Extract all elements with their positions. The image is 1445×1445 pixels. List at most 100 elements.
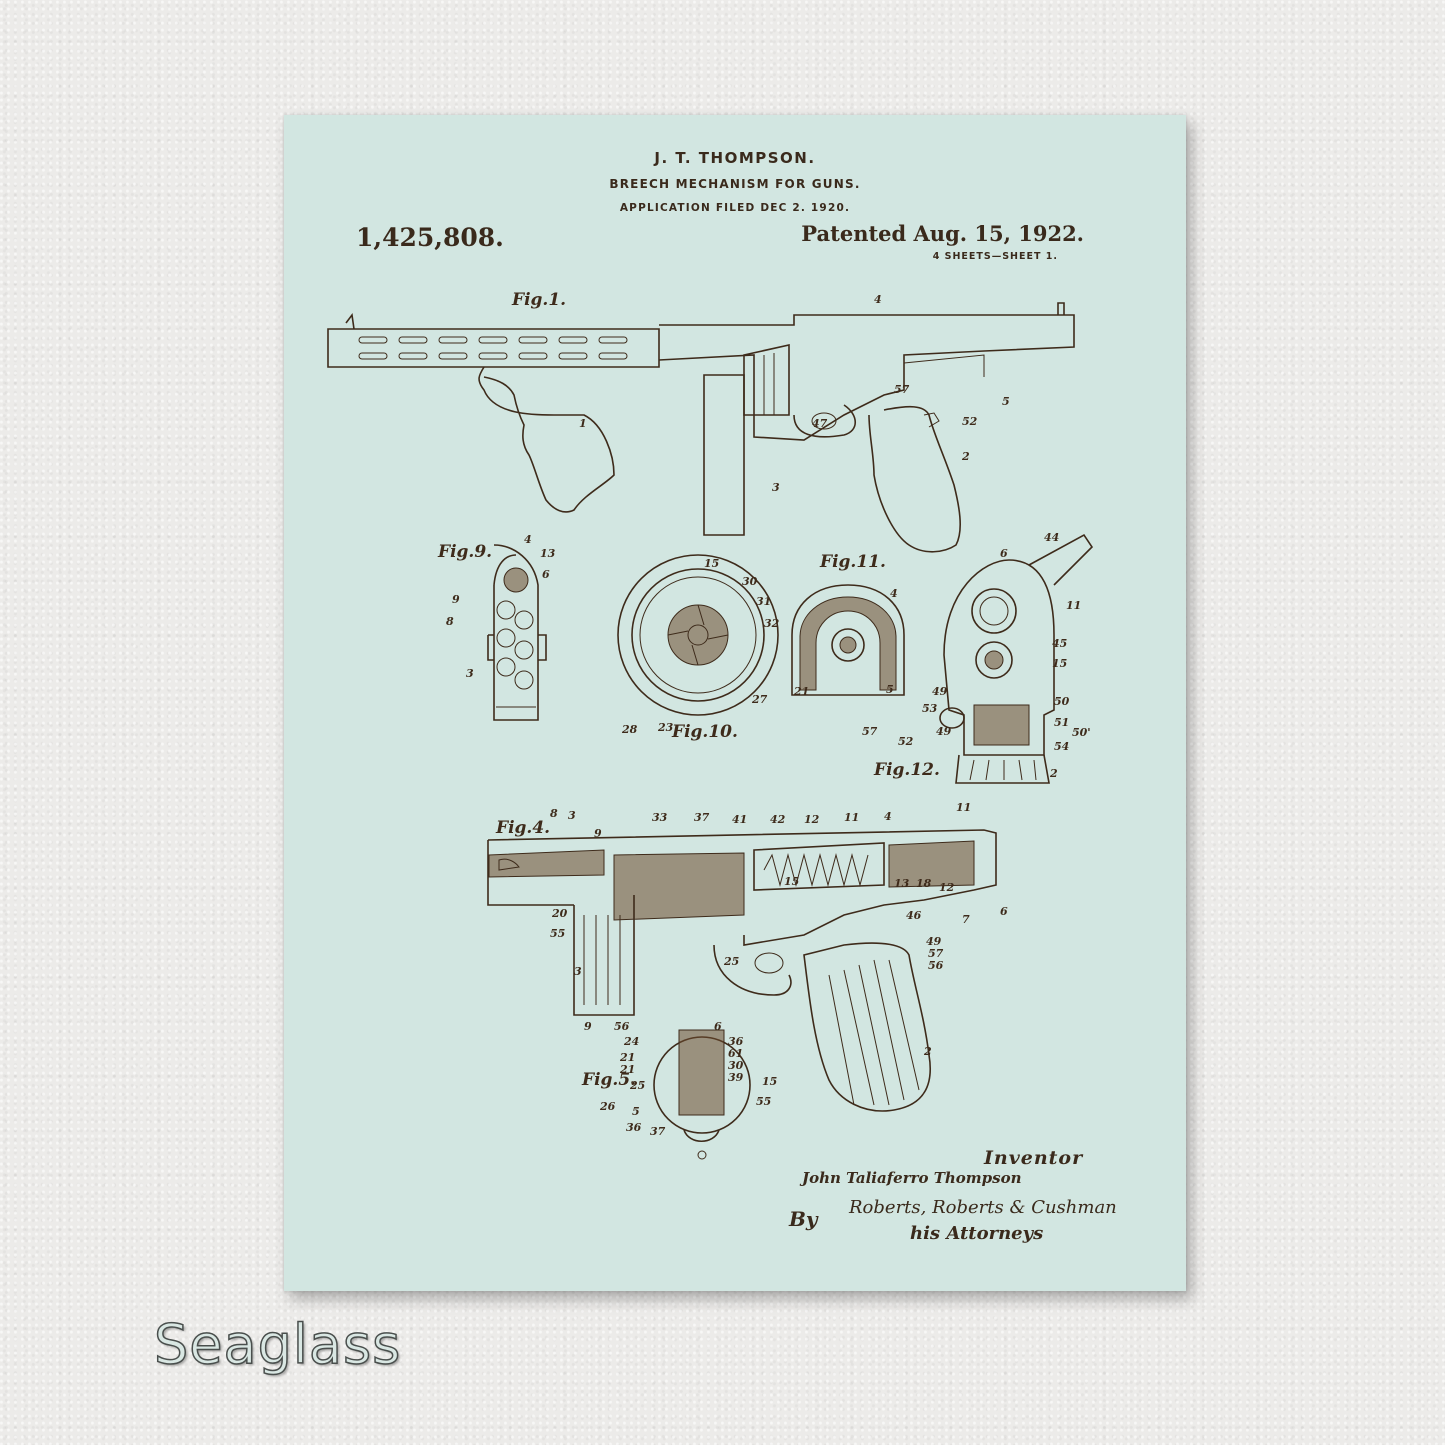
svg-text:5: 5 (1002, 395, 1010, 408)
fig5-label: Fig.5. (581, 1070, 636, 1090)
svg-text:54: 54 (1054, 740, 1069, 753)
svg-text:9: 9 (594, 827, 602, 840)
svg-text:4: 4 (524, 533, 532, 546)
svg-text:15: 15 (704, 557, 719, 570)
color-variant-caption: Seaglass (153, 1312, 402, 1377)
svg-text:18: 18 (916, 877, 932, 890)
svg-text:5: 5 (886, 683, 894, 696)
svg-text:57: 57 (862, 725, 878, 738)
svg-text:9: 9 (584, 1020, 592, 1033)
svg-text:21: 21 (619, 1063, 635, 1076)
svg-text:52: 52 (962, 415, 978, 428)
svg-text:25: 25 (723, 955, 739, 968)
svg-text:37: 37 (650, 1125, 666, 1138)
svg-text:11: 11 (956, 801, 971, 814)
svg-text:15: 15 (784, 875, 799, 888)
svg-text:4: 4 (884, 810, 892, 823)
svg-text:4: 4 (890, 587, 898, 600)
fig9-label: Fig.9. (437, 542, 492, 562)
svg-text:57: 57 (928, 947, 944, 960)
svg-text:13: 13 (894, 877, 910, 890)
fig1-gun-side-view: Fig.1. (327, 290, 1075, 553)
svg-text:57: 57 (894, 383, 910, 396)
svg-text:53: 53 (922, 702, 938, 715)
sheet-count: 4 SHEETS—SHEET 1. (932, 251, 1058, 262)
svg-text:4: 4 (874, 293, 882, 306)
svg-text:2: 2 (923, 1045, 932, 1058)
svg-text:6: 6 (542, 568, 550, 581)
svg-text:32: 32 (764, 617, 780, 630)
svg-text:20: 20 (551, 907, 568, 920)
svg-text:61: 61 (728, 1047, 743, 1060)
patent-number: 1,425,808. (356, 223, 504, 252)
fig1-label: Fig.1. (511, 290, 566, 310)
svg-text:55: 55 (550, 927, 565, 940)
fig11-receiver-section: Fig.11. 4 21 5 (791, 552, 905, 698)
svg-text:15: 15 (1052, 657, 1067, 670)
attorneys-label: his Attorneys (910, 1223, 1044, 1244)
patent-title: BREECH MECHANISM FOR GUNS. (609, 177, 861, 191)
svg-text:30: 30 (742, 575, 758, 588)
svg-text:51: 51 (1054, 716, 1069, 729)
attorney-signature: Roberts, Roberts & Cushman (849, 1197, 1117, 1218)
svg-text:21: 21 (793, 685, 809, 698)
svg-text:6: 6 (1000, 547, 1008, 560)
by-label: By (789, 1207, 818, 1231)
fig10-label: Fig.10. (671, 722, 738, 742)
svg-text:50: 50 (1054, 695, 1070, 708)
svg-text:24: 24 (623, 1035, 639, 1048)
svg-text:11: 11 (844, 811, 859, 824)
svg-text:5: 5 (632, 1105, 640, 1118)
svg-text:56: 56 (614, 1020, 630, 1033)
fig12-label: Fig.12. (873, 760, 940, 780)
fig9-magazine: Fig.9. 4 13 6 9 8 3 (437, 533, 556, 721)
svg-text:2: 2 (961, 450, 970, 463)
inventor-header: J. T. THOMPSON. (654, 149, 816, 167)
fig11-label: Fig.11. (819, 552, 886, 572)
svg-text:49: 49 (926, 935, 942, 948)
svg-text:39: 39 (728, 1071, 744, 1084)
fig4-sectional-view: Fig.4. Fig.5. 4 11 8 3 9 33 (487, 801, 1008, 1160)
svg-text:21: 21 (619, 1051, 635, 1064)
svg-text:56: 56 (928, 959, 944, 972)
svg-text:42: 42 (770, 813, 786, 826)
svg-text:8: 8 (446, 615, 454, 628)
svg-text:1: 1 (579, 417, 587, 430)
svg-text:31: 31 (756, 595, 771, 608)
fig10-drum: Fig.10. 15 30 31 32 27 28 23 (617, 554, 780, 742)
svg-text:55: 55 (756, 1095, 771, 1108)
svg-text:11: 11 (1066, 599, 1081, 612)
svg-text:49: 49 (932, 685, 948, 698)
svg-text:12: 12 (804, 813, 820, 826)
svg-text:47: 47 (812, 417, 828, 430)
svg-text:50': 50' (1072, 726, 1091, 739)
svg-text:3: 3 (568, 809, 576, 822)
svg-text:33: 33 (652, 811, 668, 824)
svg-text:41: 41 (732, 813, 747, 826)
svg-text:3: 3 (574, 965, 582, 978)
application-filed: APPLICATION FILED DEC 2. 1920. (619, 202, 851, 214)
patented-date: Patented Aug. 15, 1922. (801, 221, 1084, 246)
svg-text:52: 52 (898, 735, 914, 748)
svg-text:49: 49 (936, 725, 952, 738)
inventor-name: John Taliaferro Thompson (802, 1169, 1022, 1187)
inventor-label: Inventor (984, 1147, 1084, 1169)
patent-drawing: Fig.1. (327, 290, 1094, 1160)
svg-text:6: 6 (1000, 905, 1008, 918)
svg-text:45: 45 (1052, 637, 1067, 650)
svg-text:30: 30 (728, 1059, 744, 1072)
svg-text:9: 9 (452, 593, 460, 606)
svg-text:36: 36 (626, 1121, 642, 1134)
svg-text:15: 15 (762, 1075, 777, 1088)
svg-text:7: 7 (962, 913, 970, 926)
svg-text:26: 26 (599, 1100, 616, 1113)
svg-text:3: 3 (466, 667, 474, 680)
svg-text:6: 6 (714, 1020, 722, 1033)
svg-text:25: 25 (629, 1079, 645, 1092)
fig12-actuator-detail: Fig.12. 6 44 11 45 15 49 53 50 51 50' 54… (862, 531, 1094, 784)
svg-text:2: 2 (1049, 767, 1058, 780)
svg-text:46: 46 (906, 909, 922, 922)
svg-text:3: 3 (772, 481, 780, 494)
svg-text:12: 12 (939, 881, 955, 894)
svg-text:28: 28 (621, 723, 638, 736)
